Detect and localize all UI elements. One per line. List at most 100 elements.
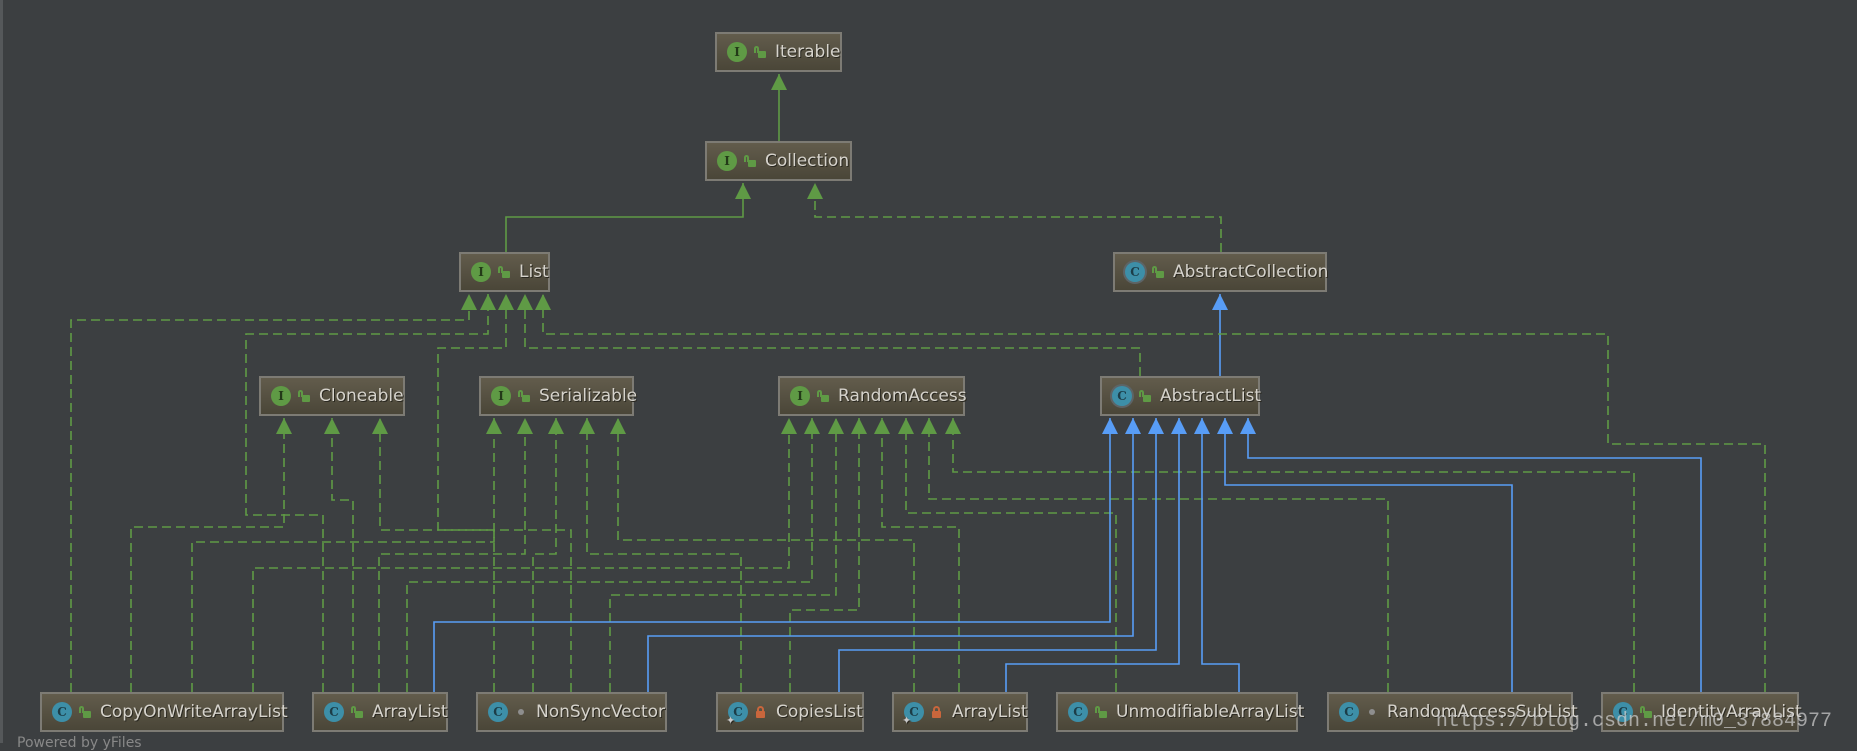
- private-lock-icon: [755, 706, 767, 718]
- node-identity-array-list[interactable]: C IdentityArrayList: [1601, 692, 1802, 732]
- edge-nonsyncvector-list: [437, 294, 572, 692]
- edge-list-collection-arrowhead: [735, 183, 751, 199]
- node-label: ArrayList: [952, 702, 1028, 722]
- edges-layer: [70, 74, 1766, 692]
- edge-nonsyncvector-serializable-line: [532, 418, 557, 692]
- edge-collection-iterable-arrowhead: [771, 74, 787, 90]
- edge-copyonwrite-list: [70, 294, 477, 692]
- class-icon: C: [52, 702, 72, 722]
- edge-identity-abstractlist: [1240, 418, 1702, 692]
- edge-arraysarraylist-randomaccess-line: [881, 418, 960, 692]
- edge-unmodifiable-abstractlist: [1194, 418, 1240, 692]
- public-icon: [1095, 706, 1107, 718]
- edge-nonsyncvector-cloneable-arrowhead: [372, 418, 388, 434]
- edge-abstractlist-list: [517, 294, 1141, 376]
- edge-list-collection-line: [505, 183, 744, 252]
- node-label: RandomAccess: [838, 386, 967, 406]
- node-copies-list[interactable]: C ✦ CopiesList: [716, 692, 864, 732]
- node-cloneable[interactable]: I Cloneable: [259, 376, 405, 416]
- node-non-sync-vector[interactable]: C NonSyncVector: [476, 692, 667, 732]
- public-icon: [1152, 266, 1164, 278]
- node-iterable[interactable]: I Iterable: [715, 32, 842, 72]
- public-icon: [754, 46, 766, 58]
- edge-identity-randomaccess-arrowhead: [945, 418, 961, 434]
- watermark: https://blog.csdn.net/m0_37884977: [1435, 710, 1832, 733]
- edge-abstractlist-list-line: [524, 294, 1141, 376]
- edge-identity-abstractlist-line: [1247, 418, 1702, 692]
- edge-identity-randomaccess: [945, 418, 1635, 692]
- public-icon: [1139, 390, 1151, 402]
- node-label: UnmodifiableArrayList: [1116, 702, 1305, 722]
- edge-arraysarraylist-serializable-line: [617, 418, 915, 692]
- node-label: AbstractList: [1160, 386, 1262, 406]
- edge-copyonwrite-randomaccess-arrowhead: [781, 418, 797, 434]
- edge-arraylist-list: [245, 294, 496, 692]
- edge-copyonwrite-serializable-line: [191, 418, 495, 692]
- edge-randomaccesssublist-abstractlist-line: [1224, 418, 1513, 692]
- edge-abstractcollection-collection-arrowhead: [807, 183, 823, 199]
- node-copy-on-write-array-list[interactable]: C CopyOnWriteArrayList: [40, 692, 288, 732]
- class-icon: C: [488, 702, 508, 722]
- node-random-access[interactable]: I RandomAccess: [778, 376, 967, 416]
- abstract-class-icon: C: [1125, 262, 1145, 282]
- node-label: List: [519, 262, 549, 282]
- node-list[interactable]: I List: [459, 252, 550, 292]
- edge-copieslist-serializable: [579, 418, 742, 692]
- edge-nonsyncvector-abstractlist: [647, 418, 1141, 692]
- edge-arraysarraylist-serializable: [610, 418, 915, 692]
- edge-nonsyncvector-abstractlist-arrowhead: [1125, 418, 1141, 434]
- package-private-icon: [1366, 706, 1378, 718]
- edge-randomaccesssublist-randomaccess-line: [928, 418, 1389, 692]
- package-private-icon: [515, 706, 527, 718]
- node-label: ArrayList: [372, 702, 448, 722]
- node-random-access-sub-list[interactable]: C RandomAccessSubList: [1327, 692, 1578, 732]
- edge-arraylist-list-line: [245, 294, 489, 692]
- edge-arraylist-abstractlist-line: [433, 418, 1111, 692]
- interface-icon: I: [717, 151, 737, 171]
- node-abstract-collection[interactable]: C AbstractCollection: [1113, 252, 1329, 292]
- edge-identity-randomaccess-line: [952, 418, 1635, 692]
- node-label: Serializable: [539, 386, 638, 406]
- edge-nonsyncvector-randomaccess-line: [609, 418, 837, 692]
- edge-randomaccesssublist-abstractlist: [1217, 418, 1513, 692]
- edge-copyonwrite-cloneable-line: [130, 418, 285, 692]
- edge-arraysarraylist-serializable-arrowhead: [610, 418, 626, 434]
- edge-list-collection: [505, 183, 751, 252]
- edge-copyonwrite-list-line: [70, 294, 470, 692]
- node-label: CopiesList: [776, 702, 863, 722]
- class-icon: C: [1068, 702, 1088, 722]
- edge-copyonwrite-cloneable: [130, 418, 292, 692]
- edge-arraysarraylist-randomaccess-arrowhead: [874, 418, 890, 434]
- public-icon: [298, 390, 310, 402]
- edge-randomaccesssublist-randomaccess: [921, 418, 1389, 692]
- edge-copieslist-serializable-arrowhead: [579, 418, 595, 434]
- class-icon: C: [1613, 702, 1633, 722]
- node-label: NonSyncVector: [536, 702, 666, 722]
- edge-unmodifiable-abstractlist-arrowhead: [1194, 418, 1210, 434]
- edge-copieslist-abstractlist: [838, 418, 1164, 692]
- class-icon: C: [1339, 702, 1359, 722]
- edge-arraysarraylist-abstractlist-line: [1005, 418, 1180, 692]
- node-array-list[interactable]: C ArrayList: [312, 692, 448, 732]
- node-arrays-array-list[interactable]: C ✦ ArrayList: [892, 692, 1028, 732]
- edge-abstractcollection-collection-line: [814, 183, 1222, 252]
- node-collection[interactable]: I Collection: [705, 141, 852, 181]
- edge-arraysarraylist-abstractlist-arrowhead: [1171, 418, 1187, 434]
- edge-arraylist-cloneable-arrowhead: [324, 418, 340, 434]
- edge-identity-list-arrowhead: [535, 294, 551, 310]
- edge-nonsyncvector-cloneable: [372, 418, 495, 692]
- node-serializable[interactable]: I Serializable: [479, 376, 638, 416]
- edge-copieslist-abstractlist-arrowhead: [1148, 418, 1164, 434]
- edge-nonsyncvector-cloneable-line: [379, 418, 495, 692]
- edge-copyonwrite-randomaccess-line: [252, 418, 790, 692]
- node-abstract-list[interactable]: C AbstractList: [1100, 376, 1262, 416]
- node-unmodifiable-array-list[interactable]: C UnmodifiableArrayList: [1056, 692, 1304, 732]
- class-icon: C: [324, 702, 344, 722]
- edge-identity-abstractlist-arrowhead: [1240, 418, 1256, 434]
- edge-copieslist-randomaccess-arrowhead: [851, 418, 867, 434]
- node-label: IdentityArrayList: [1661, 702, 1802, 722]
- abstract-class-icon: C: [1112, 386, 1132, 406]
- node-label: AbstractCollection: [1173, 262, 1329, 282]
- node-label: Cloneable: [319, 386, 404, 406]
